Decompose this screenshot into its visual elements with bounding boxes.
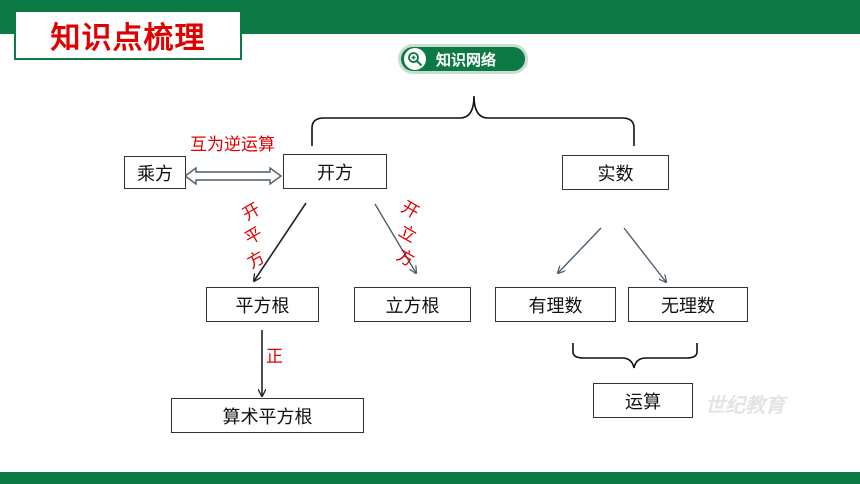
arrow-to-youlishu bbox=[558, 227, 602, 273]
node-chengfang: 乘方 bbox=[124, 156, 186, 189]
node-suanshu: 算术平方根 bbox=[171, 398, 364, 433]
zheng-label: 正 bbox=[266, 347, 283, 367]
page-title: 知识点梳理 bbox=[50, 21, 206, 56]
top-brace bbox=[311, 95, 635, 146]
arrow-to-wulishu bbox=[623, 227, 666, 282]
arrow-to-pingfanggen bbox=[254, 202, 307, 281]
node-pingfanggen: 平方根 bbox=[206, 287, 319, 322]
pill-label: 知识网络 bbox=[436, 50, 497, 69]
title-banner: 知识点梳理 bbox=[14, 10, 242, 60]
node-shishu: 实数 bbox=[562, 155, 669, 190]
bottom-brace bbox=[572, 343, 698, 369]
bottom-bar bbox=[0, 472, 860, 484]
arrow-to-lifanggen bbox=[374, 203, 416, 273]
inverse-operation-label: 互为逆运算 bbox=[190, 135, 275, 155]
node-lifanggen: 立方根 bbox=[354, 287, 471, 322]
zoom-in-icon bbox=[404, 48, 426, 70]
node-youlishu: 有理数 bbox=[495, 287, 616, 322]
node-wulishu: 无理数 bbox=[628, 287, 748, 322]
node-kaifang: 开方 bbox=[283, 154, 387, 189]
knowledge-network-button[interactable]: 知识网络 bbox=[398, 44, 528, 74]
double-arrow bbox=[183, 166, 283, 186]
node-yunsuan: 运算 bbox=[593, 383, 693, 418]
watermark-text: 世纪教育 bbox=[705, 393, 785, 417]
